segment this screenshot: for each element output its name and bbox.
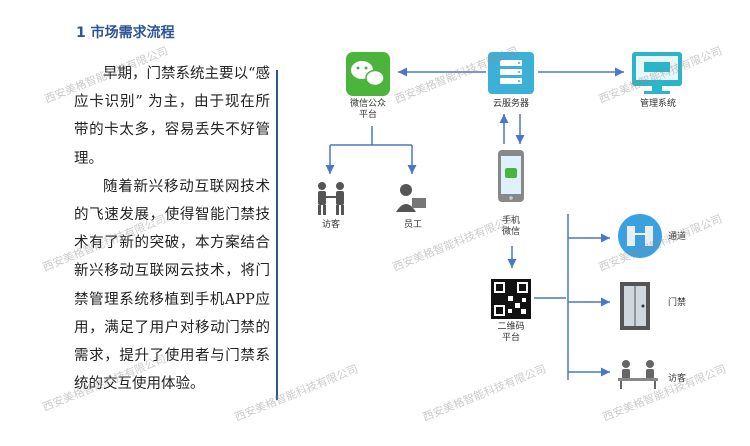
paragraph-2: 随着新兴移动互联网技术的飞速发展，使得智能门禁技术有了新的突破，本方案结合新兴移…	[74, 178, 270, 393]
cloud-label: 云服务器	[492, 99, 529, 109]
qr-code-icon	[491, 279, 531, 319]
qr-label: 二维码 平台	[497, 322, 525, 343]
monitor-icon	[632, 52, 682, 94]
turnstile-icon	[618, 214, 662, 258]
wechat-split-connector	[325, 126, 417, 174]
wechat-icon	[346, 52, 390, 96]
wechat-label: 微信公众 平台	[349, 99, 386, 120]
phone-icon	[498, 150, 524, 202]
visitor-label: 访客	[321, 220, 340, 230]
staff-icon	[396, 184, 426, 212]
paragraph-1: 早期，门禁系统主要以“感应卡识别” 为主，由于现在所带的卡太多，容易丢失不好管理…	[74, 66, 270, 167]
staff-label: 员工	[403, 220, 422, 230]
divider-line	[276, 70, 278, 400]
door-label: 门禁	[668, 298, 687, 308]
channel-label: 通道	[668, 232, 687, 242]
body-text: 早期，门禁系统主要以“感应卡识别” 为主，由于现在所带的卡太多，容易丢失不好管理…	[74, 60, 270, 398]
section-title: 1 市场需求流程	[76, 25, 175, 41]
visitor-handshake-icon	[318, 182, 344, 215]
visitor2-label: 访客	[668, 374, 687, 384]
cloud-server-icon	[488, 52, 534, 94]
mgmt-label: 管理系统	[639, 99, 676, 109]
phone-label: 手机 微信	[501, 216, 520, 237]
visitor-desk-icon	[618, 360, 658, 389]
door-icon	[620, 282, 650, 330]
